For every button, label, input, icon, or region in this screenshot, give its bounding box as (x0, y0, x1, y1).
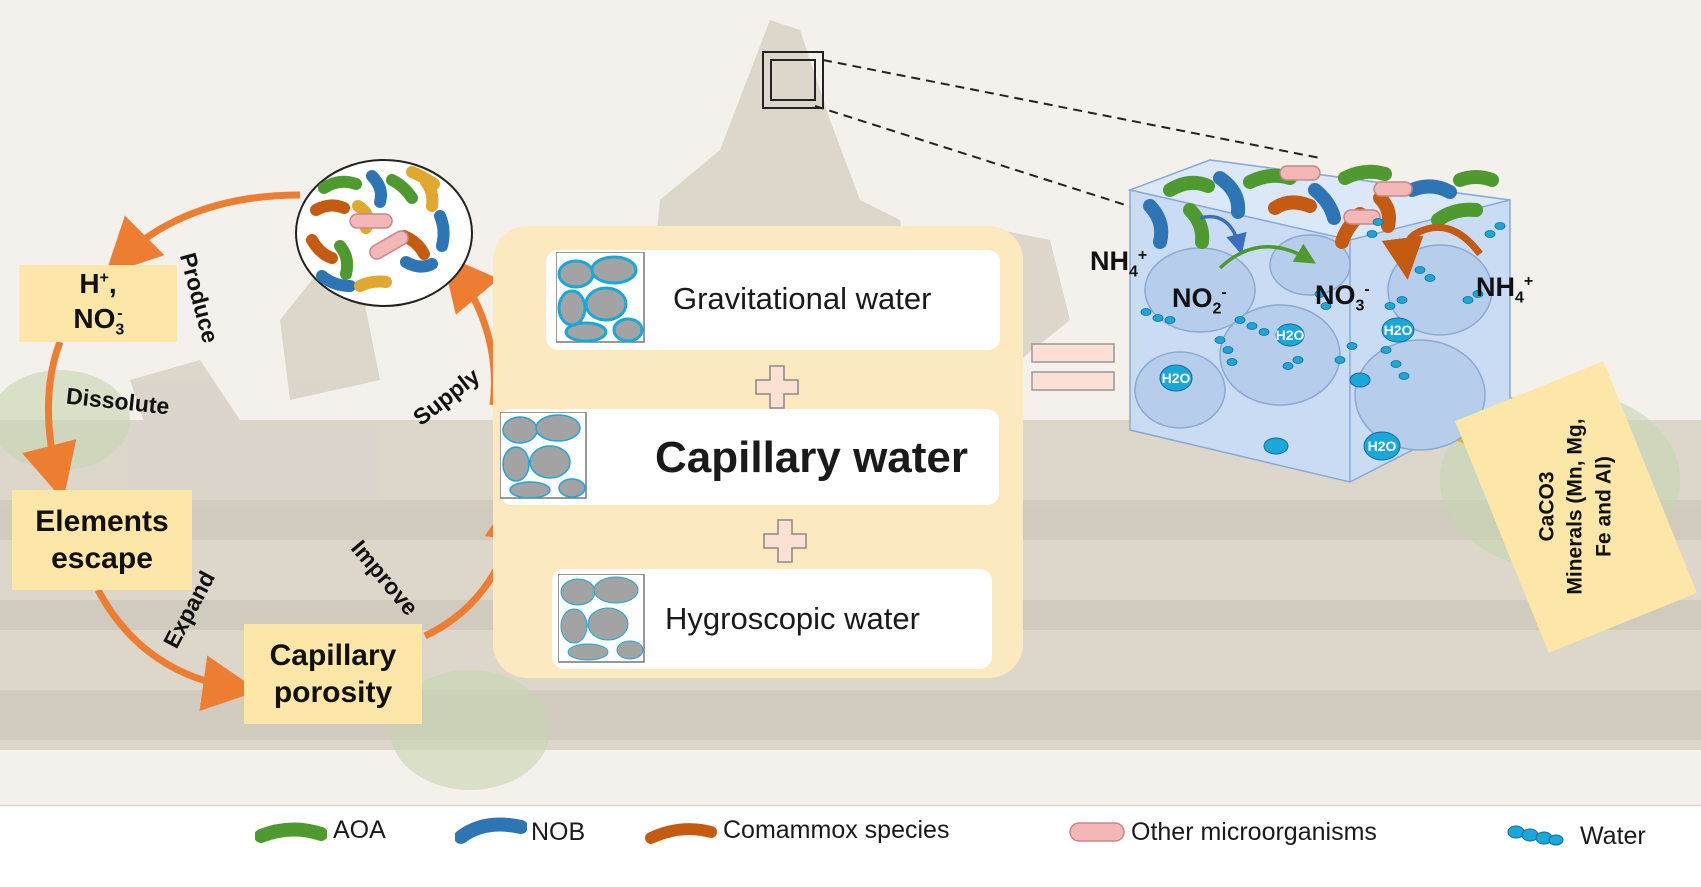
legend (0, 805, 1701, 887)
no2-label: NO2- (1172, 283, 1227, 318)
h2o-label-4: H2O (1276, 327, 1305, 343)
other-microorganisms-legend-label: Other microorganisms (1131, 818, 1377, 846)
expand-arrow (94, 588, 259, 711)
no3-label: NO3- (1315, 280, 1370, 315)
gravitational-water-icon (556, 252, 645, 343)
h-no3-box: H+, NO3- (19, 265, 177, 342)
capillary-water-label: Capillary water (655, 433, 969, 482)
plus-icon-bottom (763, 519, 807, 563)
plus-icon-top (755, 365, 799, 409)
equals-sign (1031, 343, 1115, 391)
nob-legend-icon (455, 817, 527, 844)
produce-arrow (105, 191, 301, 275)
nh4-right-label: NH4+ (1476, 272, 1534, 307)
h2o-label-1: H2O (1162, 370, 1191, 386)
other-microorganisms-legend-icon (1069, 822, 1125, 842)
water-legend-icon (1507, 825, 1564, 846)
h2o-label-3: H2O (1368, 438, 1397, 454)
comammox-legend-icon (645, 823, 717, 844)
hygroscopic-water-icon (558, 574, 645, 663)
microbe-community-circle (295, 159, 473, 307)
elements-escape-box: Elements escape (12, 490, 192, 590)
aoa-legend-icon (255, 822, 327, 843)
soil-cube: H2O H2O H2O H2O (1127, 159, 1511, 483)
hygroscopic-water-label: Hygroscopic water (665, 601, 920, 636)
nob-legend-label: NOB (531, 818, 586, 846)
capillary-water-icon (500, 412, 587, 499)
zoom-square-inner (770, 59, 816, 101)
water-legend-label: Water (1580, 822, 1646, 850)
zoom-line-bottom (814, 105, 1136, 209)
comammox-legend-label: Comammox species (723, 816, 950, 844)
gravitational-water-label: Gravitational water (673, 281, 932, 316)
h2o-label-2: H2O (1384, 322, 1413, 338)
dissolute-arrow (22, 340, 77, 501)
zoom-square-outer (762, 51, 824, 109)
capillary-porosity-box: Capillary porosity (244, 624, 422, 724)
zoom-line-top (822, 59, 1321, 159)
aoa-legend-label: AOA (333, 816, 386, 844)
nh4-left-label: NH4+ (1090, 246, 1148, 281)
